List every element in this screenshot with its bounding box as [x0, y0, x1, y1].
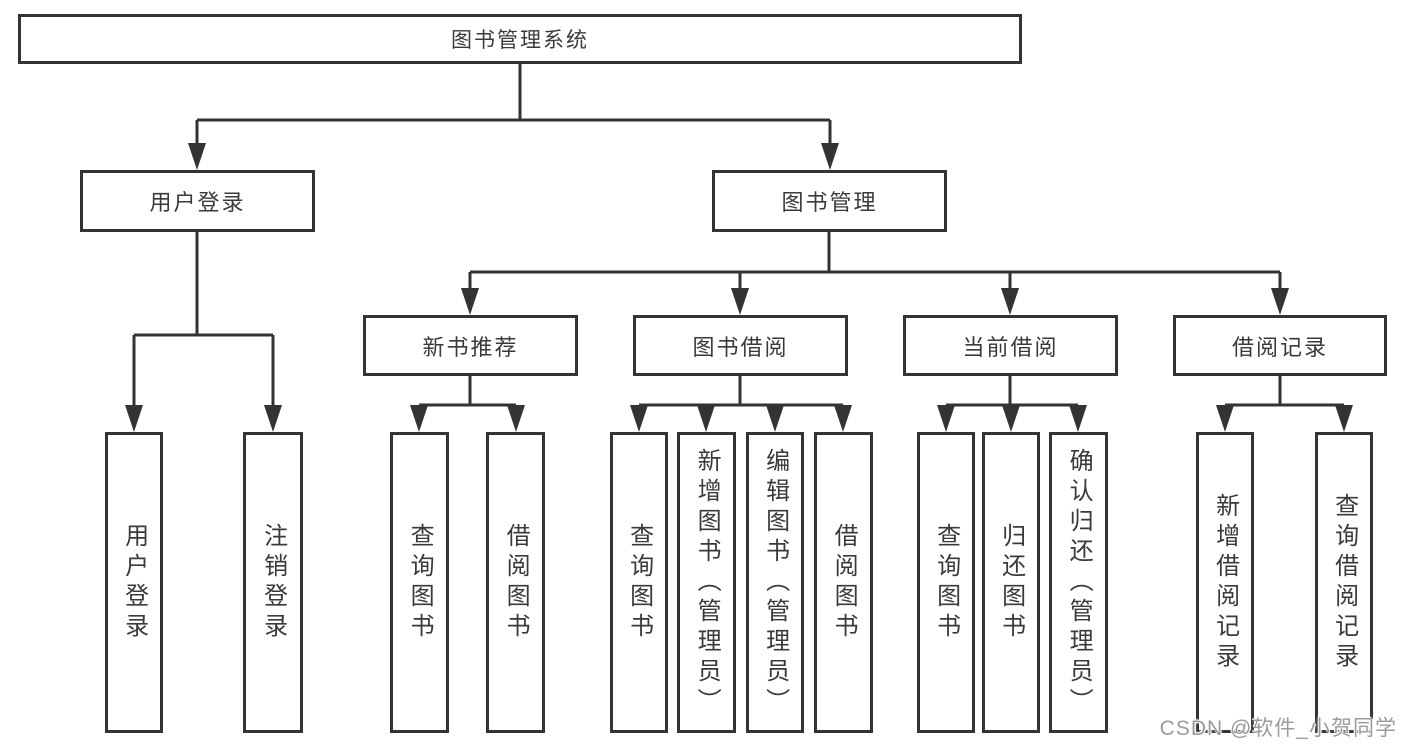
node-label: 查询图书: [932, 522, 960, 643]
node-label: 借阅记录: [1231, 334, 1328, 360]
node-new-book-recommendation: 新书推荐: [363, 315, 578, 376]
node-label: 当前借阅: [962, 334, 1059, 360]
node-label: 用户登录: [120, 522, 148, 643]
node-current-borrowing: 当前借阅: [903, 315, 1118, 376]
node-label: 查询图书: [625, 522, 653, 643]
node-leaf-user-login: 用户登录: [105, 432, 163, 733]
node-leaf-logout: 注销登录: [243, 432, 303, 733]
watermark: CSDN @软件_小贺同学: [1159, 717, 1397, 740]
node-label: 图书管理系统: [451, 29, 589, 52]
node-leaf-bb-borrow-books: 借阅图书: [814, 432, 873, 733]
node-library-management-system: 图书管理系统: [18, 14, 1022, 64]
node-borrowing-records: 借阅记录: [1173, 315, 1387, 376]
node-label: 查询图书: [406, 522, 434, 643]
arrowheads: [125, 143, 1353, 432]
node-leaf-bb-add-books-admin: 新增图书（管理员）: [677, 432, 736, 733]
node-leaf-cb-return-books: 归还图书: [982, 432, 1040, 733]
node-label: 借阅图书: [502, 522, 530, 643]
node-leaf-br-query-borrow-record: 查询借阅记录: [1315, 432, 1373, 733]
node-label: 借阅图书: [830, 522, 858, 643]
node-label: 用户登录: [149, 190, 246, 215]
node-label: 新增借阅记录: [1211, 492, 1239, 673]
node-label: 归还图书: [997, 522, 1025, 643]
node-label: 新书推荐: [422, 334, 519, 360]
node-label: 注销登录: [259, 522, 287, 643]
node-label: 确认归还（管理员）: [1065, 447, 1093, 718]
node-label: 编辑图书（管理员）: [761, 447, 789, 718]
node-label: 图书借阅: [692, 334, 789, 360]
node-leaf-nb-borrow-books: 借阅图书: [486, 432, 545, 733]
node-leaf-br-add-borrow-record: 新增借阅记录: [1196, 432, 1254, 733]
node-leaf-cb-confirm-return-admin: 确认归还（管理员）: [1049, 432, 1108, 733]
node-label: 查询借阅记录: [1330, 492, 1358, 673]
node-leaf-bb-edit-books-admin: 编辑图书（管理员）: [746, 432, 804, 733]
node-leaf-bb-query-books: 查询图书: [610, 432, 668, 733]
node-book-borrowing: 图书借阅: [633, 315, 848, 376]
node-leaf-cb-query-books: 查询图书: [917, 432, 975, 733]
node-label: 新增图书（管理员）: [693, 447, 721, 718]
node-book-management: 图书管理: [712, 170, 947, 232]
node-leaf-nb-query-books: 查询图书: [390, 432, 449, 733]
node-user-login: 用户登录: [80, 170, 315, 232]
node-label: 图书管理: [781, 190, 878, 215]
